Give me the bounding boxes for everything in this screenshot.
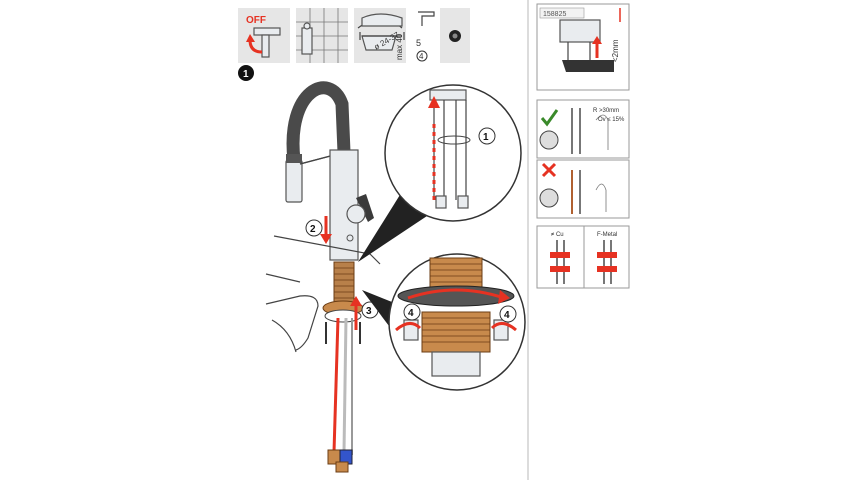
shank-and-hoses — [322, 261, 364, 473]
zoom-step-label: 1 — [483, 132, 489, 143]
wrench-size: 5 — [416, 38, 421, 48]
countertop — [265, 235, 381, 353]
zoom-detail-nut: 4 4 — [388, 253, 526, 391]
step-2-arrow: 2 — [305, 216, 332, 244]
panel-hose-types: ≠ Cu F-Metal — [536, 225, 630, 289]
hose-label-left: ≠ Cu — [551, 232, 564, 238]
wrench-step: 4 — [419, 52, 424, 61]
detail-right-label: 4 — [504, 310, 510, 321]
bend-radius-label: R >30mm — [593, 108, 619, 114]
zoom-cone-lower — [362, 290, 392, 330]
gap-label: <2mm — [611, 39, 620, 62]
icon-wall-tiles — [296, 8, 348, 63]
step-2-label: 2 — [310, 224, 316, 235]
hose-label-right: F-Metal — [597, 232, 617, 238]
icon-hole-diameter: ø 24-37 max 40 — [359, 13, 405, 60]
step-1-badge: 1 — [238, 65, 254, 81]
max-thickness-label: max 40 — [395, 33, 404, 60]
step-3-label: 3 — [366, 306, 372, 317]
detail-left-label: 4 — [408, 308, 414, 319]
panel-clearance: 158825 <2mm — [536, 3, 630, 91]
section-label: Ov ≤ 15% — [598, 117, 625, 123]
svg-text:1: 1 — [243, 69, 249, 80]
icon-water-off: OFF — [238, 8, 290, 63]
faucet-body — [285, 81, 374, 261]
panel-hose-incorrect — [536, 159, 630, 219]
zoom-detail-hoses: 1 — [384, 84, 522, 222]
part-number: 158825 — [543, 11, 566, 18]
panel-hose-correct: R >30mm Ov ≤ 15% — [536, 99, 630, 159]
icon-hex-wrench: 5 4 — [416, 8, 470, 63]
off-label: OFF — [246, 15, 266, 26]
